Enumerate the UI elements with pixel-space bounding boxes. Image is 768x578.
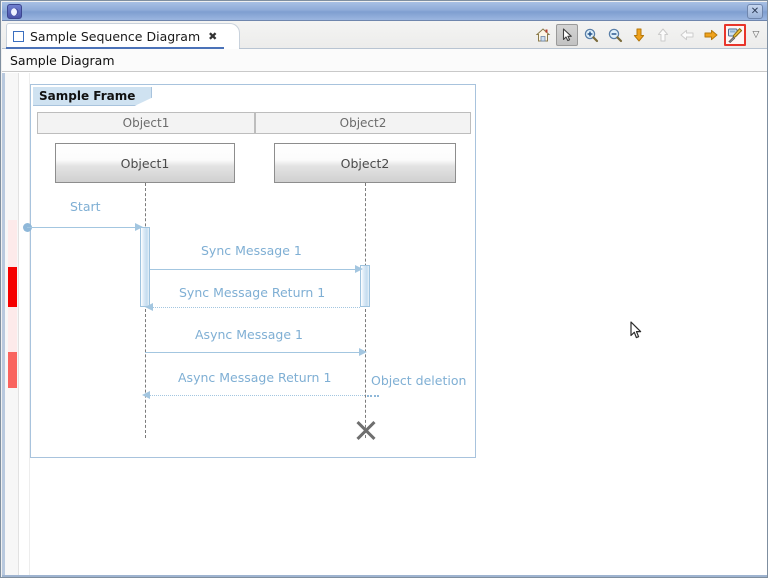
message-line-sync-1[interactable] (150, 269, 360, 270)
message-label-sync-1: Sync Message 1 (201, 243, 302, 258)
window-titlebar: ✕ (2, 2, 767, 21)
tab-sample-sequence-diagram[interactable]: Sample Sequence Diagram ✖ (6, 23, 241, 49)
message-line-sync-return-1[interactable] (149, 307, 360, 308)
zoom-in-icon (584, 28, 599, 43)
select-pointer-icon (562, 28, 572, 42)
sequence-diagram-frame[interactable]: Sample Frame Object1 Object2 Object1 O (23, 84, 476, 458)
activation-bar-object2[interactable] (360, 265, 370, 307)
marker-ruler[interactable] (2, 73, 19, 575)
message-arrowhead-async-1 (359, 348, 367, 356)
object-header-label-1: Object1 (122, 116, 170, 130)
message-arrowhead-async-return-1 (142, 391, 150, 399)
activation-bar-object1[interactable] (140, 227, 150, 307)
window-close-button[interactable]: ✕ (747, 4, 763, 19)
arrow-back-icon (680, 29, 694, 41)
message-label-async-return-1: Async Message Return 1 (178, 370, 332, 385)
diagram-caption-bar: Sample Diagram (2, 49, 767, 72)
arrow-back-icon-button[interactable] (676, 24, 698, 46)
toolbar-overflow-chevron-icon[interactable]: ▽ (752, 30, 760, 40)
lifeline-label-object2: Object2 (340, 155, 390, 171)
page-title: Sample Diagram (10, 52, 115, 68)
frame-name-tag[interactable]: Sample Frame (33, 87, 153, 106)
tab-label: Sample Sequence Diagram (30, 28, 201, 44)
lifeline-head-object1[interactable]: Object1 (55, 143, 235, 183)
message-arrowhead-sync-1 (355, 265, 363, 273)
zoom-out-icon (608, 28, 623, 43)
home-icon-button[interactable] (532, 24, 554, 46)
select-pointer-icon-button[interactable] (556, 24, 578, 46)
message-label-start: Start (70, 199, 101, 214)
arrow-down-icon (633, 28, 645, 42)
message-label-async-1: Async Message 1 (195, 327, 303, 342)
home-icon (535, 28, 551, 42)
message-line-start[interactable] (27, 227, 138, 228)
configure-icon-button[interactable] (724, 24, 746, 46)
object-header-cell-1[interactable]: Object1 (37, 112, 255, 134)
editor-tabstrip: Sample Sequence Diagram ✖ (2, 21, 767, 49)
diagram-editor-area[interactable]: Sample Frame Object1 Object2 Object1 O (2, 72, 767, 577)
configure-icon (728, 28, 743, 43)
warning-marker[interactable] (8, 352, 17, 388)
zoom-out-icon-button[interactable] (604, 24, 626, 46)
message-line-async-1[interactable] (145, 352, 365, 353)
object-header-label-2: Object2 (339, 116, 387, 130)
arrow-forward-icon-button[interactable] (700, 24, 722, 46)
lifeline-label-object1: Object1 (120, 155, 170, 171)
eclipse-icon (7, 4, 22, 19)
arrow-up-icon (657, 28, 669, 42)
frame-title-label: Sample Frame (39, 89, 136, 103)
tab-active-underline (6, 47, 224, 49)
message-label-sync-return-1: Sync Message Return 1 (179, 285, 326, 300)
destruction-marker[interactable] (354, 418, 378, 442)
object-header-row: Object1 Object2 (37, 112, 471, 134)
diagram-canvas[interactable]: Sample Frame Object1 Object2 Object1 O (23, 73, 767, 575)
diagram-toolbar: ▽ (532, 23, 764, 47)
message-arrowhead-sync-return-1 (145, 303, 153, 311)
lifeline-dash-object2 (365, 183, 366, 438)
arrow-down-icon-button[interactable] (628, 24, 650, 46)
close-icon[interactable]: ✖ (208, 29, 218, 43)
error-marker[interactable] (8, 267, 17, 307)
message-label-object-deletion: Object deletion (371, 373, 467, 388)
ruler-edge (2, 73, 5, 575)
lifeline-head-object2[interactable]: Object2 (274, 143, 456, 183)
zoom-in-icon-button[interactable] (580, 24, 602, 46)
message-arrowhead-start (135, 223, 143, 231)
document-icon (13, 30, 24, 42)
destroy-message-stub (367, 395, 379, 397)
message-line-async-return-1[interactable] (145, 395, 365, 396)
arrow-up-icon-button[interactable] (652, 24, 674, 46)
editor-gutter (19, 73, 30, 575)
arrow-forward-icon (704, 29, 718, 41)
object-header-cell-2[interactable]: Object2 (255, 112, 471, 134)
